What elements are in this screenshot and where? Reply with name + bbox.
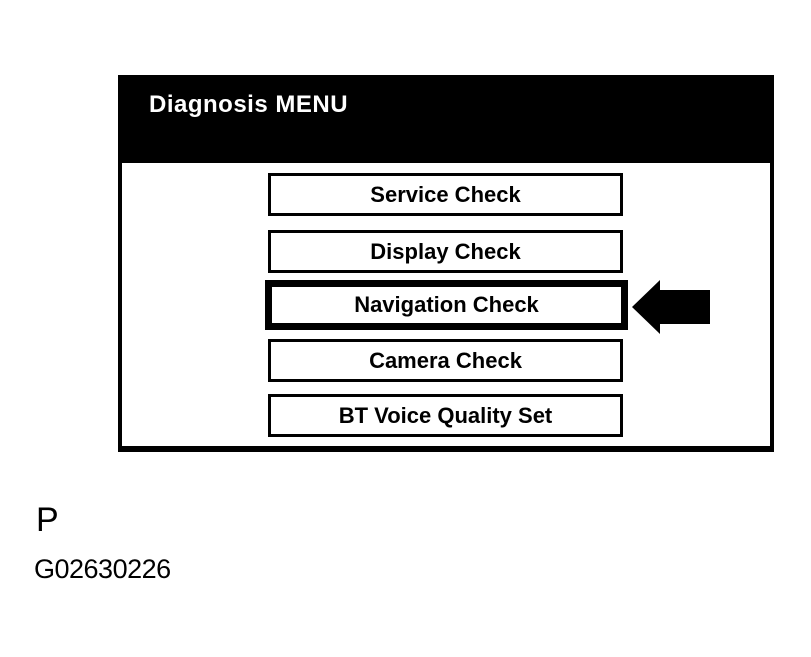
menu-button-camera-check[interactable]: Camera Check: [268, 339, 623, 382]
arrow-left-icon: [632, 280, 710, 334]
menu-button-service-check[interactable]: Service Check: [268, 173, 623, 216]
menu-button-display-check[interactable]: Display Check: [268, 230, 623, 273]
figure-id: G02630226: [34, 554, 171, 584]
screen-header-bar: Diagnosis MENU: [122, 79, 770, 163]
menu-button-navigation-check[interactable]: Navigation Check: [265, 280, 628, 330]
menu-button-bt-voice-quality-set[interactable]: BT Voice Quality Set: [268, 394, 623, 437]
diagnosis-menu-screen: Diagnosis MENU Service Check Display Che…: [118, 75, 774, 452]
screen-title: Diagnosis MENU: [149, 91, 349, 118]
page-marker: P: [36, 501, 59, 539]
